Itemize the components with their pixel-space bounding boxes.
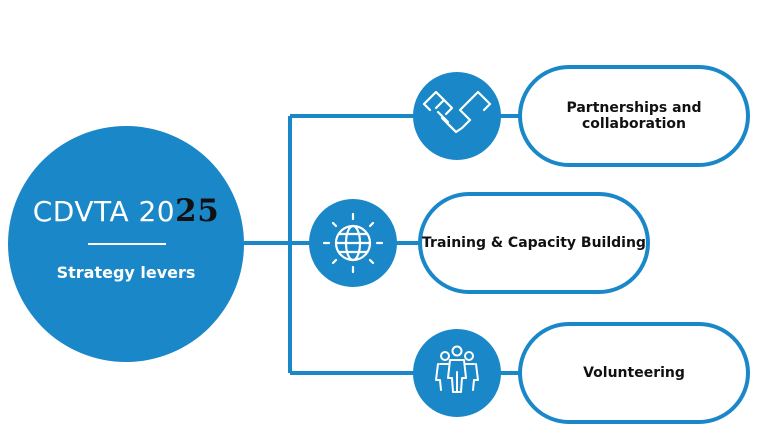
lever-pill-training bbox=[418, 192, 650, 294]
lever-pill-partnerships bbox=[518, 65, 750, 167]
connector-lines bbox=[244, 114, 520, 375]
hub-title-dark: 25 bbox=[175, 193, 220, 229]
lever-label-training: Training & Capacity Building bbox=[422, 235, 646, 251]
globe-icon bbox=[322, 212, 384, 274]
handshake-icon bbox=[422, 90, 492, 134]
hub-subtitle: Strategy levers bbox=[56, 263, 196, 282]
people-group-icon bbox=[435, 345, 479, 393]
hub-title-light: CDVTA 20 bbox=[32, 195, 176, 228]
lever-label-partnerships: Partnerships and collaboration bbox=[566, 100, 702, 132]
hub-title: CDVTA 2025 bbox=[8, 193, 244, 229]
lever-pill-volunteering bbox=[518, 322, 750, 424]
lever-label-volunteering: Volunteering bbox=[583, 365, 685, 381]
lever-icon-circle-partnerships bbox=[413, 72, 501, 160]
